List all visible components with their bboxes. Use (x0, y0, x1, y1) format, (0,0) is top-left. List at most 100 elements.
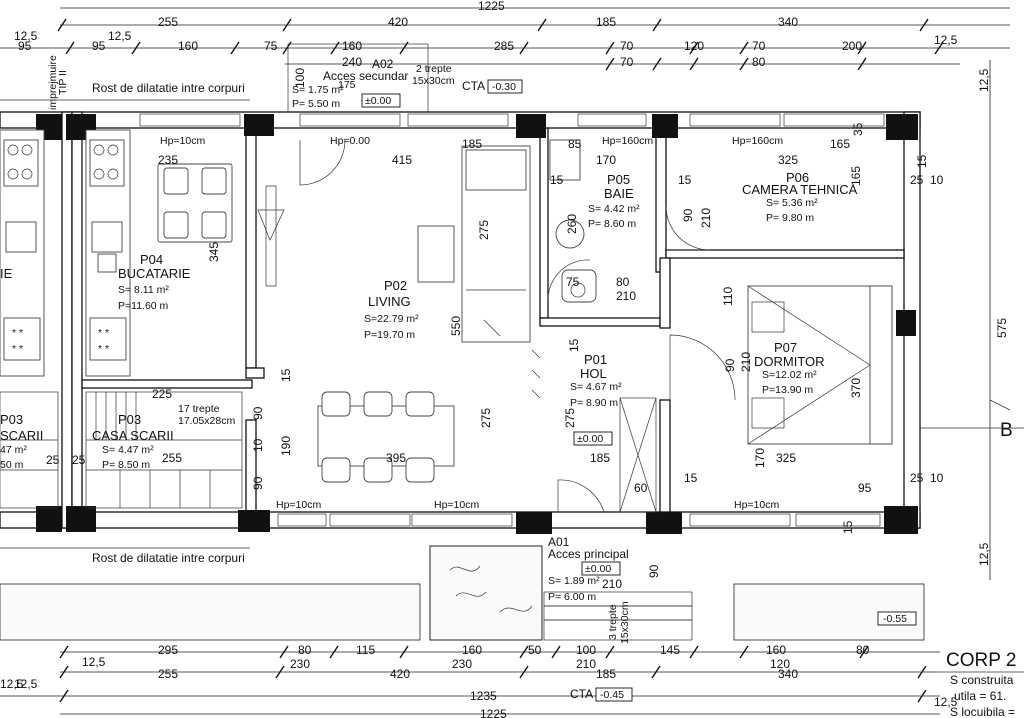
cta-bottom: CTA (570, 687, 593, 701)
room-perim-baie: P= 8.60 m (588, 218, 636, 230)
dim-bot1-n: 120 (770, 657, 790, 671)
corp-line1: S construita (950, 673, 1014, 687)
dim-in-345: 345 (207, 242, 221, 262)
dim-bot1-j: 80 (856, 643, 870, 657)
inner-dimensions: 235 415 185 85 170 325 165 15 15 25 10 3… (46, 122, 1009, 600)
dim-in-15c: 15 (279, 368, 293, 382)
dim-bot3-b: 1235 (470, 689, 497, 703)
room-perim-acces-principal: P= 6.00 m (548, 591, 596, 603)
dim-bot2-a: 12,5 (0, 677, 24, 691)
dim-in-15a: 15 (550, 173, 564, 187)
dim-in-15g: 15 (915, 154, 929, 168)
dim-bot1-h: 145 (660, 643, 680, 657)
dim-bot2-c: 420 (390, 667, 410, 681)
room-name-hol: HOL (580, 366, 607, 381)
dim-in-15d: 15 (684, 471, 698, 485)
dim-in-550: 550 (449, 316, 463, 336)
acces-sec-area: S= 1.75 m² (292, 84, 344, 96)
dim-in-210c: 210 (739, 352, 753, 372)
dim-in-25: 25 (910, 173, 924, 187)
dim-top2-c: 95 (92, 39, 106, 53)
room-area-dormitor: S=12.02 m² (762, 369, 817, 381)
dim-in-370: 370 (849, 378, 863, 398)
dim-top3-d: 80 (752, 55, 766, 69)
hp-living-bottom2: Hp=10cm (434, 499, 479, 511)
rost-label-top: Rost de dilatatie intre corpuri (92, 81, 245, 95)
dim-in-210d: 210 (602, 577, 622, 591)
room-code-hol: P01 (584, 352, 607, 367)
dim-top2-f: 75 (264, 39, 278, 53)
room-area-bucatarie: S= 8.11 m² (118, 284, 169, 296)
dim-in-90e: 90 (647, 564, 661, 578)
room-name-baie: BAIE (604, 186, 634, 201)
dim-in-395: 395 (386, 451, 406, 465)
dim-top2-m: 12,5 (934, 33, 958, 47)
dim-bot1-g: 100 (576, 643, 596, 657)
dim-bot2-d: 185 (596, 667, 616, 681)
dim-in-325: 325 (778, 153, 798, 167)
dim-in-95: 95 (858, 481, 872, 495)
dim-bot1-d: 115 (356, 643, 375, 657)
room-area-casa-scarii: S= 4.47 m² (102, 444, 154, 456)
hp-tehnica: Hp=160cm (732, 135, 783, 147)
room-code-camera-tehnica: P06 (786, 170, 809, 185)
room-code-acces-principal: A01 (548, 535, 570, 549)
level-box-terrain (877, 611, 917, 626)
room-perim-left: 50 m (0, 459, 24, 471)
dim-in-85: 85 (568, 137, 582, 151)
dim-in-225: 225 (152, 387, 172, 401)
cta-top-val: -0.30 (492, 81, 516, 93)
dim-bot1-k: 230 (290, 657, 310, 671)
room-name-casa-scarii: CASA SCARII (92, 428, 174, 443)
room-name-left-kitchen: IE (0, 266, 13, 281)
room-name-bucatarie: BUCATARIE (118, 266, 191, 281)
dim-top3-b: 175 (338, 79, 356, 91)
dim-in-210b: 210 (616, 289, 636, 303)
acces-sec-perim: P= 5.50 m (292, 98, 340, 110)
dim-bot2-e: 340 (778, 667, 798, 681)
dimension-lines-top (0, 7, 1010, 71)
dim-top2-k: 70 (752, 39, 766, 53)
dim-bot1-e: 160 (462, 643, 482, 657)
dim-in-10b: 10 (251, 438, 265, 452)
dim-top2-l: 200 (842, 39, 862, 53)
room-area-acces-principal: S= 1.89 m² (548, 575, 600, 587)
dim-in-235: 235 (158, 153, 178, 167)
dim-top2-j: 120 (684, 39, 704, 53)
dim-top2-g: 160 (342, 39, 362, 53)
svg-text:* *: * * (12, 343, 23, 355)
dim-top2-b: 95 (18, 39, 32, 53)
dim-total-top: 1225 (478, 0, 505, 13)
bath-fixtures (549, 139, 597, 303)
room-perim-camera-tehnica: P= 9.80 m (766, 212, 814, 224)
room-area-camera-tehnica: S= 5.36 m² (766, 197, 818, 209)
room-name-left: SCARII (0, 428, 43, 443)
acces-sec-code: A02 (372, 57, 394, 71)
dim-in-90d: 90 (251, 476, 265, 490)
cta-bottom-val: -0.45 (600, 689, 624, 701)
dim-in-25d: 25 (910, 471, 924, 485)
dim-in-190: 190 (279, 436, 293, 456)
dim-bot2-b: 255 (158, 667, 178, 681)
room-perim-hol: P= 8.90 m (570, 397, 618, 409)
dim-in-170: 170 (596, 153, 616, 167)
dim-right-c: 12,5 (977, 542, 991, 566)
dim-bot3-a: 12,5 (14, 677, 38, 691)
dim-in-15b: 15 (678, 173, 692, 187)
room-labels: P02 LIVING S=22.79 m² P=19.70 m P04 BUCA… (0, 170, 858, 471)
dim-in-255: 255 (162, 451, 182, 465)
level-acces-principal: ±0.00 (585, 563, 611, 575)
level-box-hol (573, 431, 613, 446)
dim-right-a: 12,5 (977, 68, 991, 92)
kitchen-furniture: * * * * * * * * (0, 129, 233, 377)
dim-top3-c: 70 (620, 55, 634, 69)
hp-baie: Hp=160cm (602, 135, 653, 147)
level-acces-sec: ±0.00 (365, 95, 391, 107)
dim-in-165v: 165 (849, 166, 863, 186)
section-mark: B (1000, 420, 1013, 441)
dim-top-3: 185 (596, 15, 616, 29)
dim-top-4: 340 (778, 15, 798, 29)
dim-in-260: 260 (565, 214, 579, 234)
dim-in-110: 110 (721, 287, 735, 306)
